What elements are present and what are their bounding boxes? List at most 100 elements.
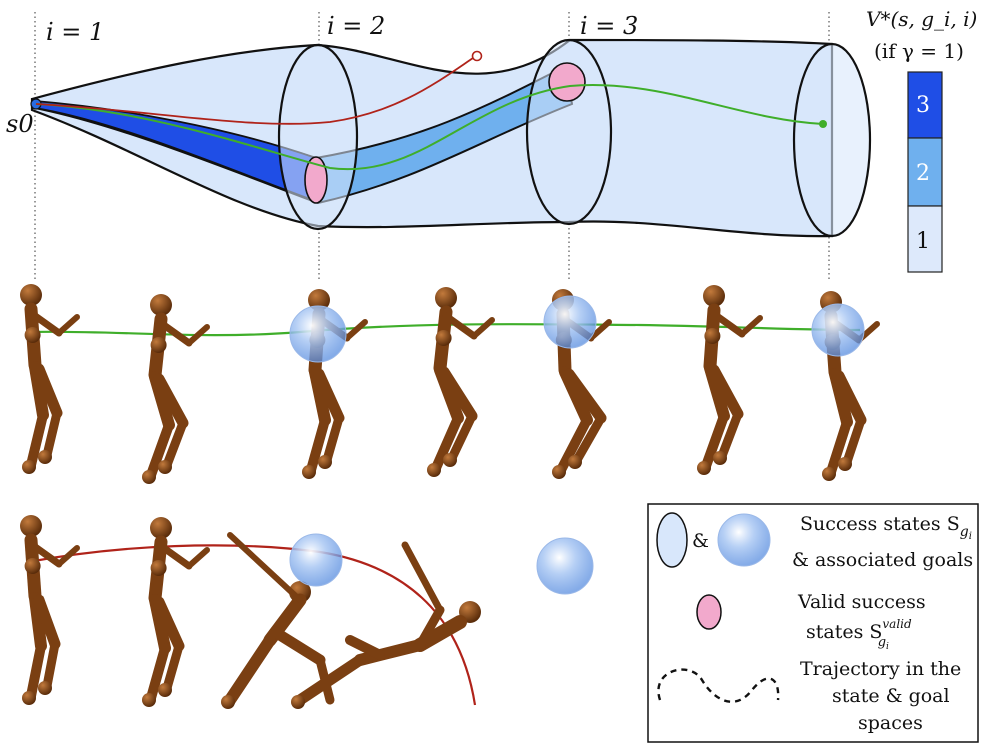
agent-joint — [150, 337, 167, 353]
agent-joint — [291, 695, 305, 709]
agent-joint — [552, 465, 566, 479]
agent-joint — [142, 470, 156, 484]
start-state-label: s0 — [6, 110, 34, 138]
agent-figure — [142, 517, 210, 707]
agent-limb — [563, 368, 607, 424]
trajectory-red-top — [35, 55, 477, 125]
agent-limb — [153, 373, 189, 429]
trajectory-green-top — [35, 84, 824, 171]
agent-limb — [313, 368, 345, 424]
value-bar-level-1 — [907, 205, 943, 273]
value-bar: V*(s, g_i, i) (if γ = 1) 3 2 1 — [866, 7, 977, 273]
legend-trajectory-line2: state & goal — [832, 685, 950, 707]
agent-limb — [269, 626, 326, 666]
agent-limb — [27, 540, 63, 568]
agent-joint — [20, 284, 42, 306]
state-space-schematic: i = 1 i = 2 i = 3 s0 — [6, 12, 872, 280]
agent-limb — [33, 363, 63, 419]
legend-trajectory-icon — [657, 668, 780, 703]
agent-joint — [20, 515, 42, 537]
trajectory-green-end — [819, 120, 827, 128]
agent-limb — [322, 413, 344, 465]
agent-limb — [26, 641, 46, 701]
goal-sphere-row1-3 — [811, 303, 865, 357]
agent-joint — [302, 465, 316, 479]
agent-frames-failure — [20, 515, 481, 709]
value-bar-label-3: 3 — [916, 93, 930, 118]
success-region-4 — [792, 42, 872, 238]
agent-joint — [443, 453, 457, 467]
agent-limb — [447, 411, 477, 463]
agent-limb — [344, 319, 368, 341]
agent-limb — [431, 413, 463, 473]
step-label-2: i = 2 — [327, 12, 385, 40]
agent-limb — [186, 324, 210, 346]
legend-valid-line1: Valid success — [797, 591, 926, 613]
agent-figure — [20, 515, 80, 705]
agent-joint — [150, 294, 172, 316]
agent-figure — [142, 294, 210, 484]
agent-joint — [435, 330, 452, 346]
agent-limb — [33, 594, 61, 650]
trajectory-red-rollout — [27, 544, 477, 706]
goal-sphere-row2-2 — [536, 537, 594, 595]
agent-limb — [710, 310, 746, 338]
goal-sphere-row1-2 — [543, 295, 597, 349]
goal-sphere-row1-1 — [289, 305, 347, 363]
agent-limb — [415, 605, 445, 650]
agent-limb — [56, 545, 80, 567]
success-region-2 — [277, 43, 359, 231]
agent-joint — [713, 451, 727, 465]
agent-limb — [708, 364, 744, 420]
agent-limb — [224, 634, 276, 706]
agent-joint — [822, 467, 836, 481]
agent-joint — [150, 560, 167, 576]
agent-joint — [158, 683, 172, 697]
agent-joint — [221, 695, 235, 709]
agent-limb — [157, 319, 193, 347]
agent-joint — [427, 463, 441, 477]
agent-limb — [354, 639, 426, 666]
legend-goal-sphere-icon — [717, 513, 771, 567]
trajectory-red-end — [471, 50, 483, 62]
agent-joint — [38, 450, 52, 464]
failed-rollout-row — [20, 515, 594, 709]
legend-and-symbol: & — [692, 530, 709, 552]
valid-region-3 — [548, 62, 586, 102]
agent-limb — [739, 315, 763, 337]
agent-limb — [471, 317, 495, 339]
goal-sphere-row2-1 — [289, 533, 343, 587]
agent-limb — [442, 312, 478, 340]
step-label-3: i = 3 — [580, 12, 638, 40]
agent-limb — [157, 542, 193, 570]
agent-joint — [22, 460, 36, 474]
legend-success-line1: Success states Sgi — [800, 513, 972, 542]
agent-limb — [345, 635, 385, 660]
agent-limb — [227, 532, 303, 603]
agent-limb — [588, 319, 612, 341]
legend-trajectory-line3: spaces — [858, 712, 923, 734]
agent-figure — [697, 285, 763, 475]
agent-joint — [24, 558, 41, 574]
agent-limb — [146, 643, 170, 703]
agent-joint — [22, 691, 36, 705]
successful-rollout-row — [20, 284, 880, 484]
agent-figure-fallen — [291, 541, 481, 709]
legend-valid-ellipse-icon — [696, 594, 722, 630]
agent-limb — [438, 366, 478, 422]
agent-limb — [701, 411, 729, 471]
agent-limb — [306, 415, 330, 475]
agent-limb — [833, 370, 867, 426]
agent-joint — [704, 328, 721, 344]
step-label-1: i = 1 — [46, 18, 104, 46]
agent-limb — [186, 547, 210, 569]
legend-success-line2: & associated goals — [792, 549, 973, 571]
agent-limb — [401, 541, 444, 614]
agent-joint — [308, 289, 330, 311]
agent-limb — [27, 309, 63, 337]
agent-limb — [842, 415, 866, 467]
agent-limb — [153, 596, 185, 652]
value-bar-subtitle: (if γ = 1) — [874, 39, 964, 63]
value-bar-title: V*(s, g_i, i) — [866, 7, 977, 31]
